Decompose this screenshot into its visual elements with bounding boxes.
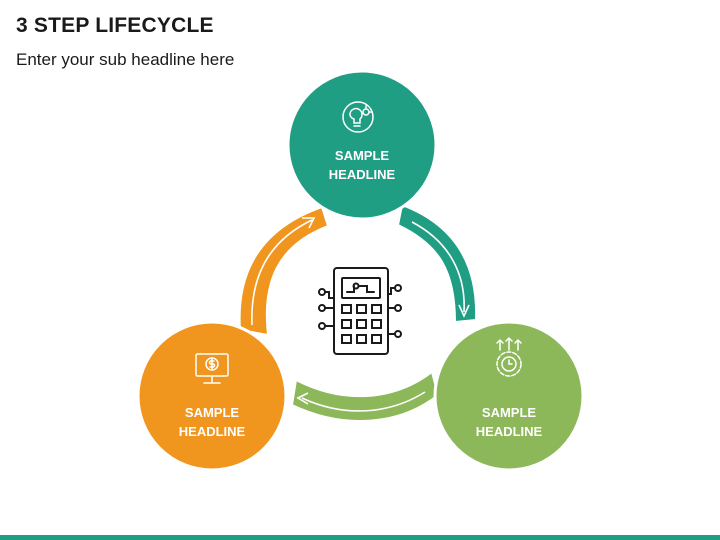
connector-teal (396, 203, 478, 324)
dollar-monitor-icon (195, 353, 229, 384)
step-right-line2: HEADLINE (476, 424, 543, 439)
circuit-chip-icon (318, 267, 402, 355)
step-top-line1: SAMPLE (335, 148, 390, 163)
step-top-line2: HEADLINE (329, 167, 396, 182)
step-right-line1: SAMPLE (482, 405, 537, 420)
step-top: SAMPLE HEADLINE (286, 69, 438, 221)
arrow-green (296, 391, 426, 412)
page-title: 3 STEP LIFECYCLE (16, 14, 214, 37)
step-circle-right (433, 320, 585, 472)
bottom-accent-bar (0, 535, 720, 540)
arrow-orange (251, 217, 316, 326)
step-left-line2: HEADLINE (179, 424, 246, 439)
bulb-gear-icon (342, 101, 374, 133)
gear-clock-arrows-icon (496, 336, 522, 377)
step-circle-left (136, 320, 288, 472)
arrow-teal (411, 221, 470, 318)
step-left-line1: SAMPLE (185, 405, 240, 420)
connector-orange (238, 205, 330, 337)
page-subtitle: Enter your sub headline here (16, 50, 235, 69)
step-circle-top (286, 69, 438, 221)
step-left: SAMPLE HEADLINE (136, 320, 288, 472)
step-right: SAMPLE HEADLINE (433, 320, 585, 472)
connector-green (290, 370, 440, 422)
